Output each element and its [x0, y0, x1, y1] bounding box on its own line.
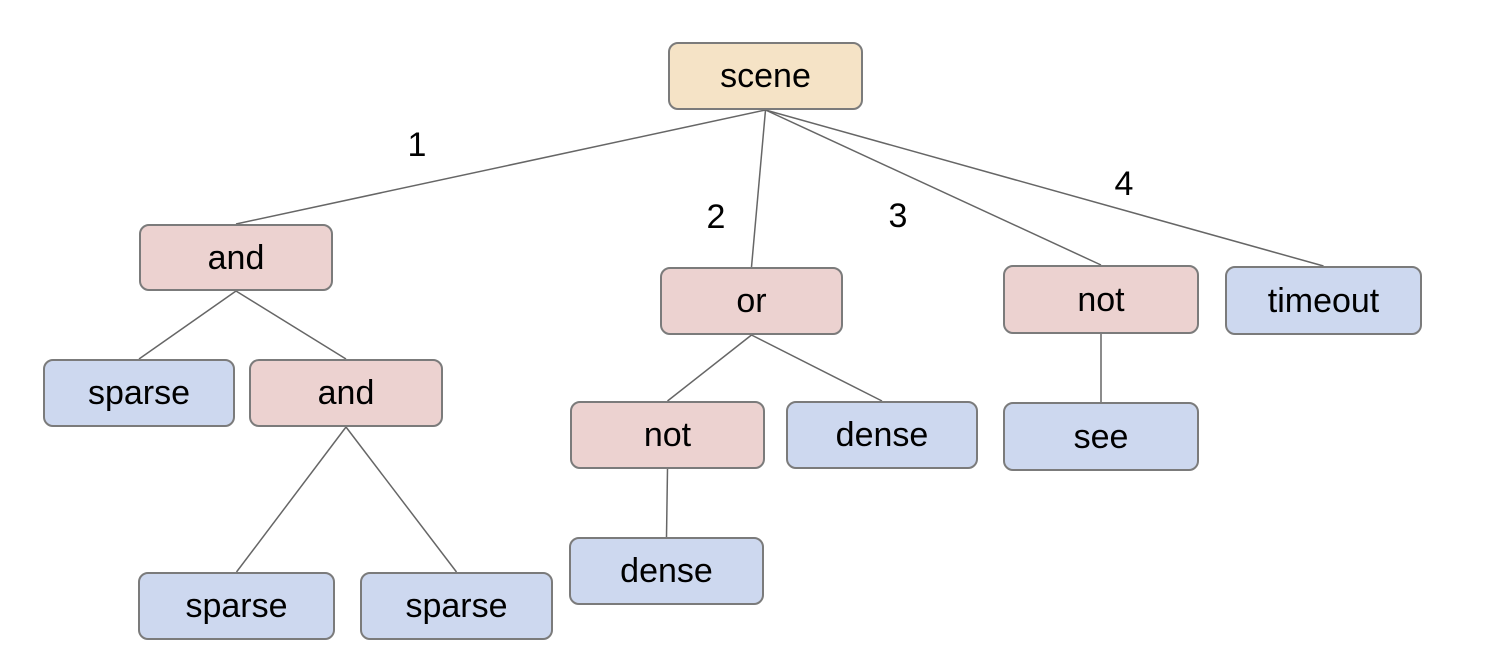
- tree-edge-or1-dense1: [751, 334, 883, 402]
- tree-edge-not2-dense2: [665, 468, 669, 538]
- tree-node-timeout1: timeout: [1225, 266, 1422, 335]
- tree-node-and2: and: [249, 359, 443, 427]
- tree-node-label: sparse: [87, 374, 191, 412]
- tree-node-label: not: [1077, 280, 1125, 319]
- tree-node-label: dense: [620, 552, 713, 590]
- tree-edge-and1-sparse1: [138, 290, 237, 360]
- tree-node-dense1: dense: [786, 401, 978, 469]
- tree-node-or1: or: [660, 267, 843, 335]
- tree-node-label: and: [317, 374, 375, 412]
- tree-edge-or1-not2: [667, 334, 752, 402]
- tree-node-label: dense: [835, 416, 929, 454]
- tree-node-label: sparse: [185, 587, 288, 625]
- tree-edge-scene-timeout1: [765, 109, 1324, 267]
- edge-label-1: 1: [407, 126, 427, 164]
- tree-node-label: scene: [720, 57, 811, 95]
- tree-node-sparse1: sparse: [43, 359, 235, 427]
- tree-edge-and2-sparse3: [345, 426, 458, 573]
- tree-edge-scene-and1: [235, 109, 766, 225]
- tree-node-sparse3: sparse: [360, 572, 553, 640]
- tree-edge-scene-or1: [750, 109, 767, 268]
- tree-node-label: timeout: [1267, 281, 1380, 320]
- tree-node-and1: and: [139, 224, 333, 291]
- tree-node-label: sparse: [405, 587, 508, 625]
- tree-edge-scene-not1: [765, 109, 1102, 266]
- edge-label-3: 3: [888, 197, 908, 235]
- tree-edge-and2-sparse2: [235, 426, 347, 573]
- tree-node-label: or: [736, 282, 767, 320]
- tree-node-sparse2: sparse: [138, 572, 335, 640]
- tree-node-label: see: [1073, 417, 1129, 456]
- tree-node-scene: scene: [668, 42, 863, 110]
- edge-label-2: 2: [706, 198, 726, 236]
- tree-node-label: and: [207, 238, 265, 277]
- tree-node-dense2: dense: [569, 537, 764, 605]
- tree-node-label: not: [643, 416, 692, 454]
- tree-node-not1: not: [1003, 265, 1199, 334]
- tree-node-see1: see: [1003, 402, 1199, 471]
- edge-label-4: 4: [1114, 165, 1134, 203]
- tree-edge-and1-and2: [235, 290, 347, 360]
- tree-node-not2: not: [570, 401, 765, 469]
